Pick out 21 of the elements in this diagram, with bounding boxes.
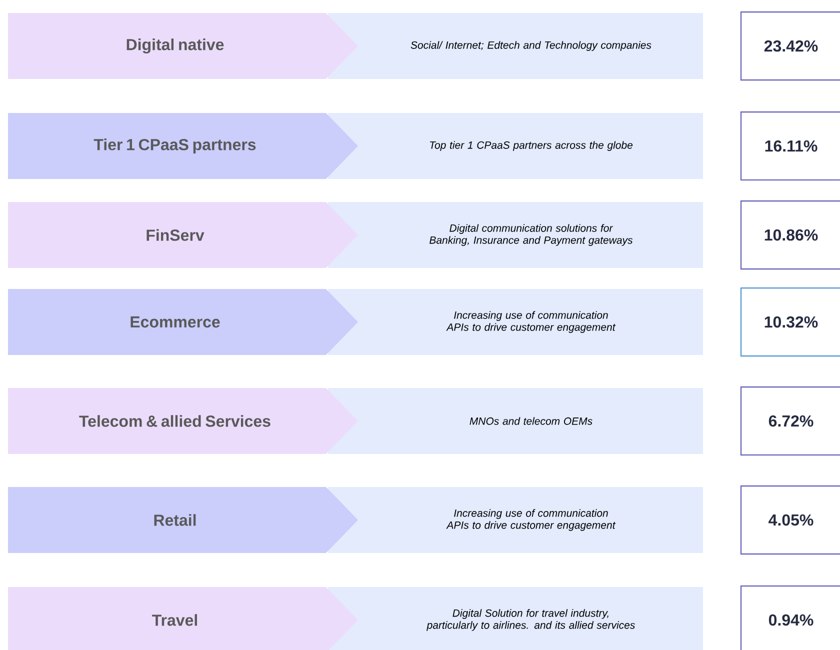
description-band: Digital communication solutions for Banking, Insurance and Payment gateways	[328, 202, 703, 268]
chevron-label: Tier 1 CPaaS partners	[8, 113, 358, 179]
value-box: 16.11%	[740, 111, 840, 181]
value-box: 4.05%	[740, 485, 840, 555]
description-band: Top tier 1 CPaaS partners across the globe	[328, 113, 703, 179]
value-box: 6.72%	[740, 386, 840, 456]
chevron-label: Ecommerce	[8, 289, 358, 355]
chevron-label: Telecom & allied Services	[8, 388, 358, 454]
chevron-label: Retail	[8, 487, 358, 553]
description-band: MNOs and telecom OEMs	[328, 388, 703, 454]
description-band: Social/ Internet; Edtech and Technology companies	[328, 13, 703, 79]
chevron-label: Travel	[8, 587, 358, 650]
value-box: 0.94%	[740, 585, 840, 650]
description-band: Increasing use of communication APIs to drive customer engagement	[328, 487, 703, 553]
chevron-label: Digital native	[8, 13, 358, 79]
description-band: Digital Solution for travel industry, particularly to airlines. and its allied services	[328, 587, 703, 650]
description-band: Increasing use of communication APIs to drive customer engagement	[328, 289, 703, 355]
value-box: 10.32%	[740, 287, 840, 357]
value-box: 23.42%	[740, 11, 840, 81]
chevron-label: FinServ	[8, 202, 358, 268]
value-box: 10.86%	[740, 200, 840, 270]
